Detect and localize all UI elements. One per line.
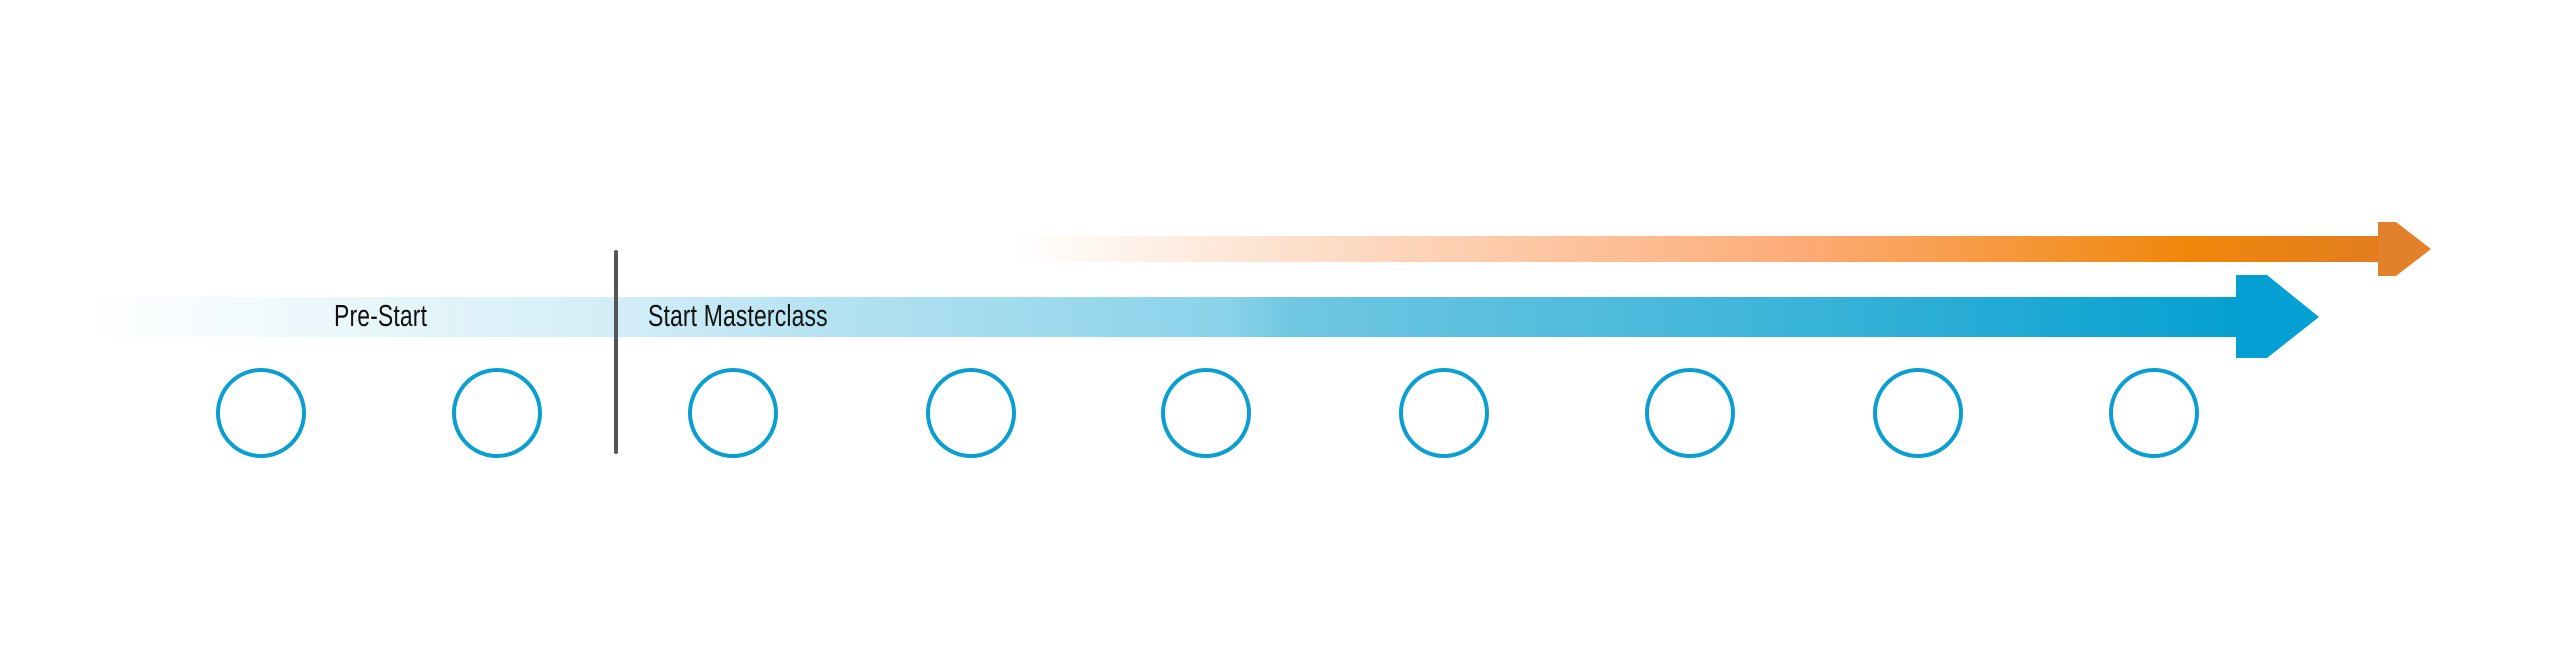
orange-arrowhead (2378, 222, 2431, 276)
milestone-circle-7 (1645, 368, 1735, 458)
milestone-circle-4 (926, 368, 1016, 458)
milestone-circle-2 (452, 368, 542, 458)
phase-label-start-masterclass: Start Masterclass (648, 298, 828, 333)
milestone-circle-5 (1161, 368, 1251, 458)
milestone-circle-3 (688, 368, 778, 458)
orange-arrow-shaft (1018, 236, 2383, 262)
milestone-circle-8 (1873, 368, 1963, 458)
milestone-row (216, 368, 2199, 458)
blue-arrow (85, 275, 2319, 358)
blue-arrow-shaft (85, 297, 2240, 337)
phase-label-pre-start: Pre-Start (334, 298, 428, 333)
blue-arrowhead (2236, 275, 2319, 358)
milestone-circle-6 (1399, 368, 1489, 458)
orange-arrow (1018, 222, 2431, 276)
milestone-circle-9 (2109, 368, 2199, 458)
milestone-circle-1 (216, 368, 306, 458)
